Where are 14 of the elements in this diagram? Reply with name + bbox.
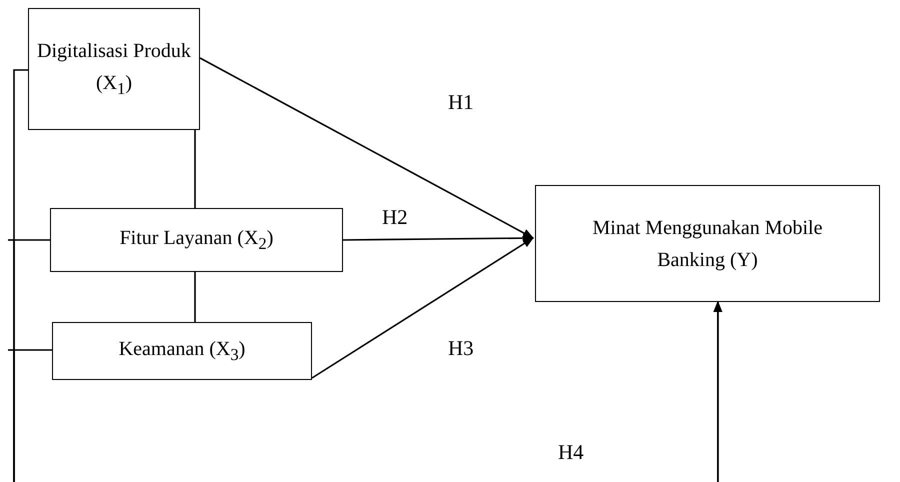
arrow xyxy=(312,237,534,379)
arrow xyxy=(343,234,534,243)
arrow xyxy=(13,300,722,482)
arrow xyxy=(200,57,534,239)
variable-box xyxy=(28,8,200,130)
node-label: Keamanan (X$_{3}$) xyxy=(118,337,246,366)
node-label: Fitur Layanan (X$_{2}$) xyxy=(120,226,274,256)
connector-line xyxy=(194,130,196,208)
variable-box xyxy=(535,185,880,302)
variable-box xyxy=(50,208,343,272)
node-label: Digitalisasi Produk (X$_{1}$) xyxy=(36,39,192,100)
node-label: Minat Menggunakan Mobile Banking (Y) xyxy=(592,216,824,272)
connector-line xyxy=(194,272,196,322)
variable-box xyxy=(52,322,312,380)
